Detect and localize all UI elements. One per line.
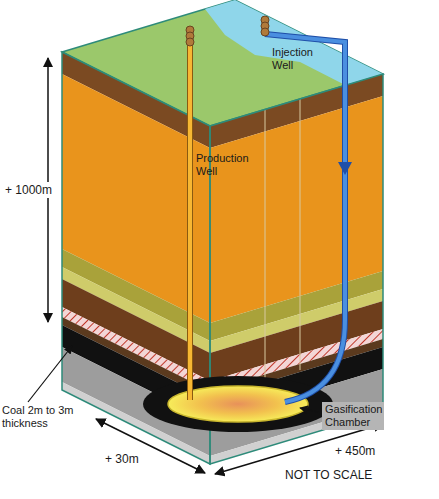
dimension-label: + 1000m bbox=[2, 182, 55, 198]
injection-well bbox=[265, 34, 345, 402]
flow-arrowhead bbox=[338, 162, 352, 175]
chamber-label: Gasification Chamber bbox=[322, 402, 384, 430]
dimension-label: + 30m bbox=[105, 452, 139, 466]
notch-line bbox=[265, 110, 266, 380]
leader-line bbox=[300, 408, 318, 412]
wellhead bbox=[186, 38, 194, 46]
well-label: Production Well bbox=[196, 152, 258, 178]
width-dimension bbox=[96, 419, 205, 473]
production-well bbox=[188, 44, 192, 400]
seam-exposure bbox=[143, 376, 333, 432]
leader-line bbox=[28, 346, 72, 402]
wellhead bbox=[261, 16, 269, 36]
well-label: Injection Well bbox=[272, 46, 332, 72]
seam-label: Coal 2m to 3m thickness bbox=[2, 404, 86, 430]
wellhead bbox=[261, 28, 269, 36]
production-well bbox=[187, 44, 193, 400]
water-body bbox=[205, 0, 383, 85]
notch-line bbox=[300, 99, 301, 370]
scale-note: NOT TO SCALE bbox=[285, 468, 372, 482]
length-dimension bbox=[215, 424, 383, 474]
injection-well bbox=[265, 34, 345, 402]
dimension-label: + 450m bbox=[335, 444, 375, 458]
wellhead bbox=[186, 26, 194, 46]
